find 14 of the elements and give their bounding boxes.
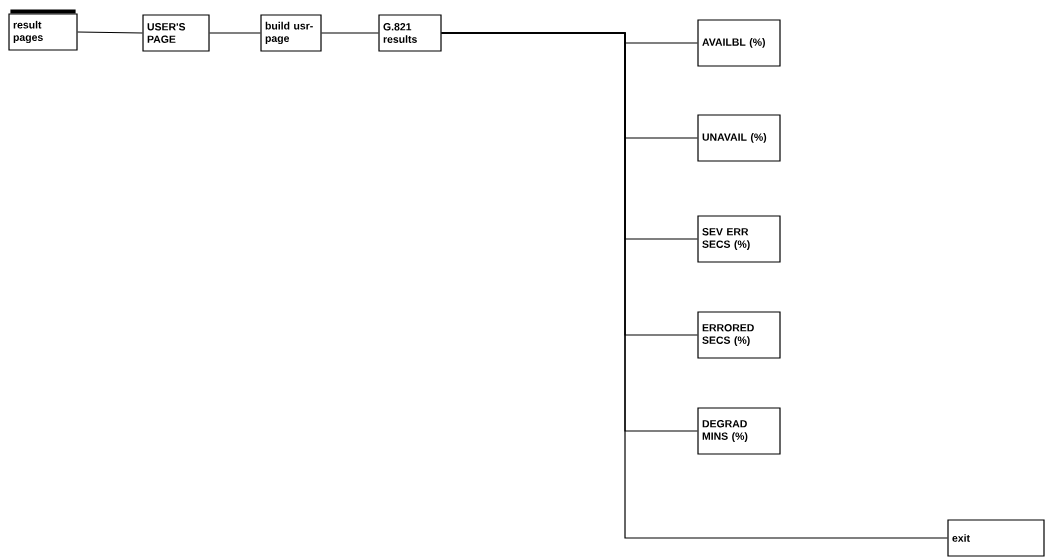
process-box: SEV ERR SECS (%) <box>697 215 781 263</box>
process-box: DEGRAD MINS (%) <box>697 407 781 455</box>
process-box: USER'S PAGE <box>142 14 210 52</box>
process-box: AVAILBL (%) <box>697 19 781 67</box>
process-box: build usr-page <box>260 14 322 52</box>
process-box: ERRORED SECS (%) <box>697 311 781 359</box>
connector-line <box>321 32 379 34</box>
connector-line <box>209 32 261 34</box>
process-box: UNAVAIL (%) <box>697 114 781 162</box>
page-box: result pages <box>8 13 78 51</box>
process-box: exit <box>947 519 1045 557</box>
connector-line <box>77 31 143 34</box>
connector-line <box>441 32 948 539</box>
process-box: G.821 results <box>378 14 442 52</box>
